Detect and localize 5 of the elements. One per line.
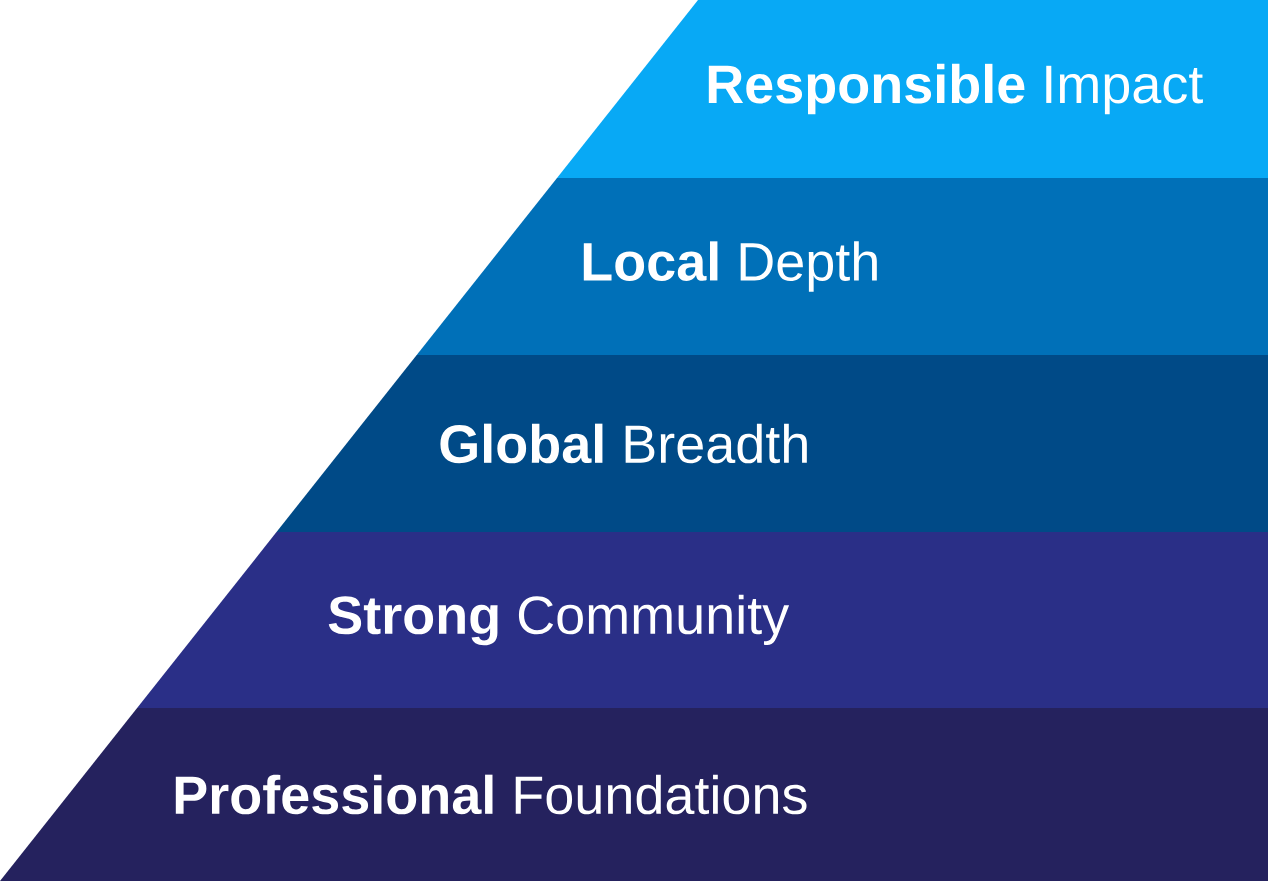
pyramid-band: Professional Foundations: [0, 708, 1268, 881]
pyramid-band: Global Breadth: [276, 355, 1268, 532]
pyramid-band: Strong Community: [137, 532, 1268, 708]
pyramid-band: Responsible Impact: [557, 0, 1268, 178]
pyramid-band: Local Depth: [416, 178, 1268, 355]
